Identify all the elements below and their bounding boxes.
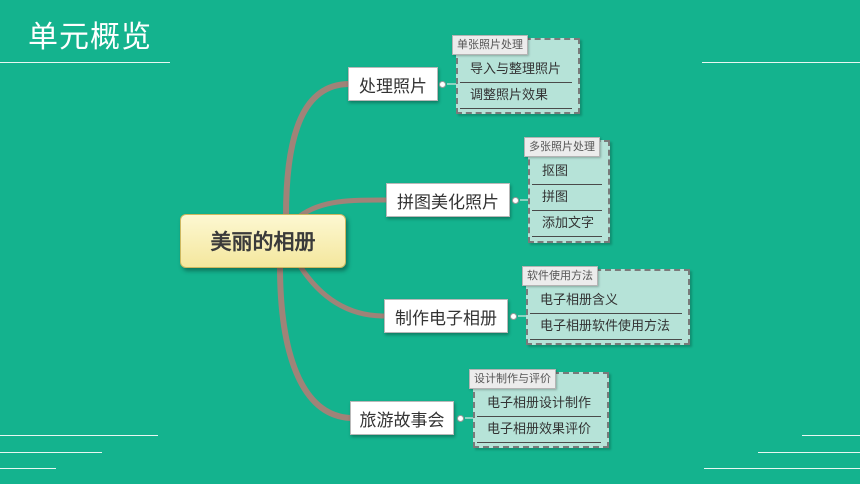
- branch-node-collage[interactable]: 拼图美化照片: [386, 183, 510, 217]
- connector-branch-3: [297, 263, 387, 319]
- divider-bottom-left-1: [0, 435, 158, 436]
- subtopic-group: [526, 269, 690, 345]
- branch-expand-dot[interactable]: [512, 197, 519, 204]
- subtopic-item[interactable]: 电子相册含义: [530, 290, 682, 314]
- branch-expand-dot[interactable]: [457, 415, 464, 422]
- connector-branch-4: [277, 263, 353, 421]
- divider-bottom-left-3: [0, 468, 56, 469]
- subtopic-item[interactable]: 电子相册软件使用方法: [530, 316, 682, 340]
- subtopic-group-label: 单张照片处理: [452, 35, 528, 55]
- subtopic-item[interactable]: 抠图: [532, 161, 602, 185]
- subtopic-item[interactable]: 添加文字: [532, 213, 602, 237]
- divider-top-right: [702, 62, 860, 63]
- subtopic-group-label: 设计制作与评价: [469, 369, 556, 389]
- subtopic-group: [528, 140, 610, 243]
- subtopic-group-label: 多张照片处理: [524, 137, 600, 157]
- subtopic-item[interactable]: 电子相册设计制作: [477, 393, 601, 417]
- divider-bottom-right-2: [758, 452, 860, 453]
- subtopic-item[interactable]: 电子相册效果评价: [477, 419, 601, 443]
- divider-top-left: [0, 62, 170, 63]
- branch-expand-dot[interactable]: [439, 81, 446, 88]
- connector-branch-1: [283, 81, 351, 219]
- branch-node-process-photos[interactable]: 处理照片: [348, 67, 438, 101]
- root-node[interactable]: 美丽的相册: [180, 214, 346, 268]
- connector-branch-2: [297, 197, 389, 219]
- branch-node-e-album[interactable]: 制作电子相册: [384, 299, 508, 333]
- divider-bottom-right-1: [802, 435, 860, 436]
- subtopic-item[interactable]: 拼图: [532, 187, 602, 211]
- divider-bottom-right-3: [704, 468, 860, 469]
- subtopic-item[interactable]: 导入与整理照片: [460, 59, 572, 83]
- divider-bottom-left-2: [0, 452, 102, 453]
- subtopic-item[interactable]: 调整照片效果: [460, 85, 572, 109]
- subtopic-group-label: 软件使用方法: [522, 266, 598, 286]
- branch-expand-dot[interactable]: [510, 313, 517, 320]
- branch-node-travel-story[interactable]: 旅游故事会: [350, 401, 454, 435]
- page-title: 单元概览: [28, 20, 152, 55]
